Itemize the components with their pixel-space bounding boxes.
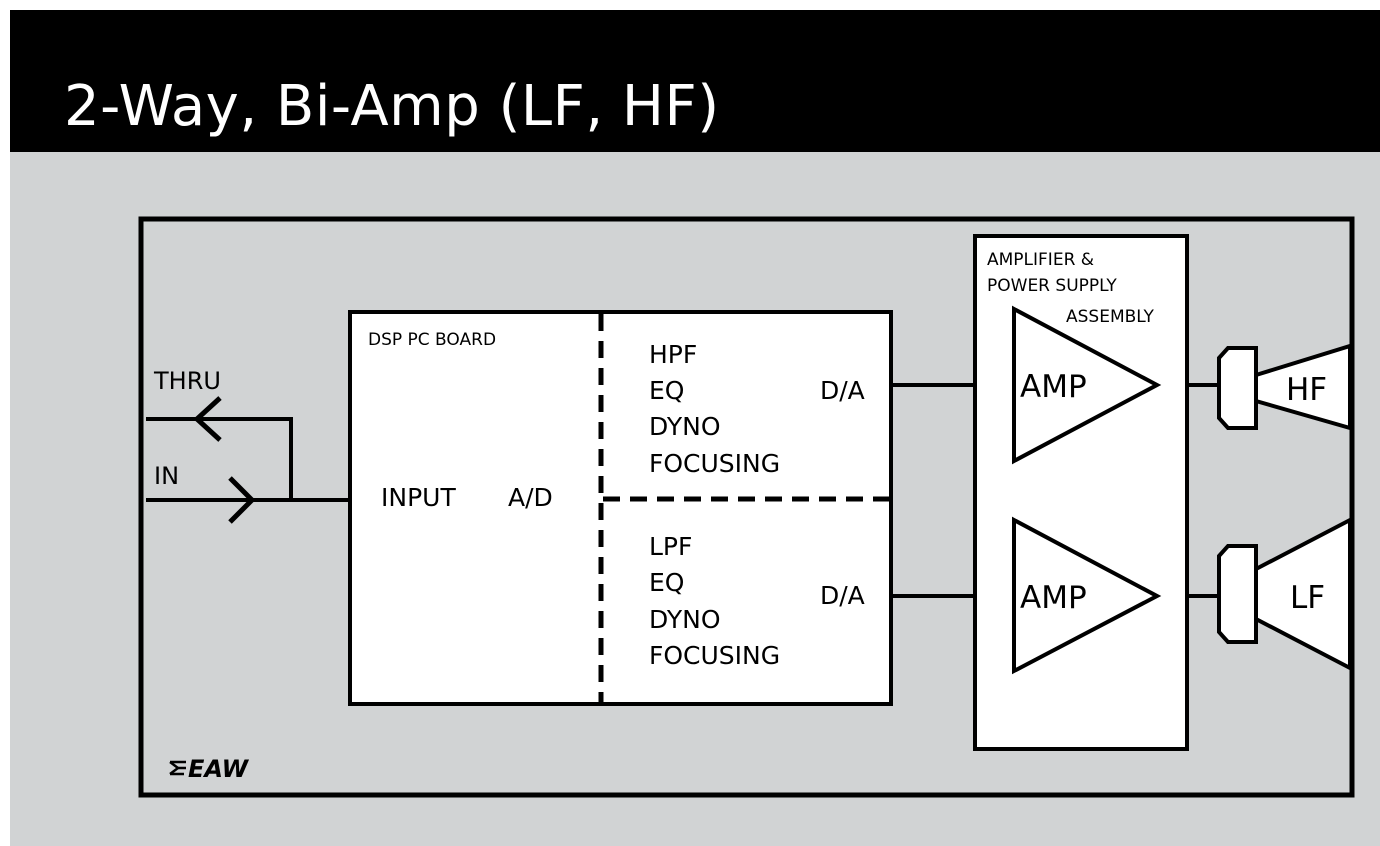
hf-amp-label: AMP — [1020, 369, 1087, 405]
lf-processing-block: LPF EQ DYNO FOCUSING D/A — [649, 532, 865, 670]
lf-process-line: DYNO — [649, 605, 721, 634]
hf-process-line: FOCUSING — [649, 449, 780, 478]
hf-driver-cone — [1254, 343, 1352, 431]
eaw-logo: EAW — [169, 755, 250, 783]
lf-process-line: LPF — [649, 532, 692, 561]
amplifier-label-line: ASSEMBLY — [1066, 307, 1154, 327]
lf-amp-triangle — [1012, 516, 1162, 675]
in-label: IN — [154, 462, 179, 490]
dsp-board-box — [348, 310, 893, 706]
enclosure-border — [138, 216, 1355, 798]
lf-driver-cone — [1254, 516, 1352, 672]
hf-amp-triangle — [1012, 305, 1162, 465]
lf-amp-label: AMP — [1020, 580, 1087, 616]
hf-da-label: D/A — [820, 376, 865, 405]
lf-da-label: D/A — [820, 581, 865, 610]
header-bar: 2-Way, Bi-Amp (LF, HF) — [10, 10, 1380, 152]
thru-label: THRU — [153, 367, 221, 395]
hf-processing-block: HPF EQ DYNO FOCUSING D/A — [649, 340, 865, 478]
lf-speaker-icon — [1217, 516, 1352, 672]
hf-driver-magnet — [1217, 346, 1258, 430]
hf-speaker-icon — [1217, 343, 1352, 431]
lf-process-line: EQ — [649, 568, 684, 597]
amplifier-box — [973, 234, 1189, 751]
lf-driver-label: LF — [1290, 580, 1325, 616]
ad-label: A/D — [508, 483, 553, 512]
io-wiring — [146, 396, 350, 524]
thru-arrow-icon — [193, 396, 222, 442]
hf-driver-label: HF — [1286, 372, 1327, 408]
dsp-board-label: DSP PC BOARD — [368, 330, 496, 350]
hf-process-line: EQ — [649, 376, 684, 405]
eaw-logo-mark-icon — [169, 760, 186, 776]
eaw-logo-text: EAW — [188, 755, 250, 783]
hf-process-line: DYNO — [649, 412, 721, 441]
amplifier-label-line: POWER SUPPLY — [987, 276, 1117, 296]
in-arrow-icon — [228, 476, 256, 524]
amplifier-label-line: AMPLIFIER & — [987, 250, 1094, 270]
hf-process-line: HPF — [649, 340, 697, 369]
lf-process-line: FOCUSING — [649, 641, 780, 670]
lf-driver-magnet — [1217, 544, 1258, 644]
page-title: 2-Way, Bi-Amp (LF, HF) — [64, 74, 720, 139]
input-label: INPUT — [381, 483, 456, 512]
